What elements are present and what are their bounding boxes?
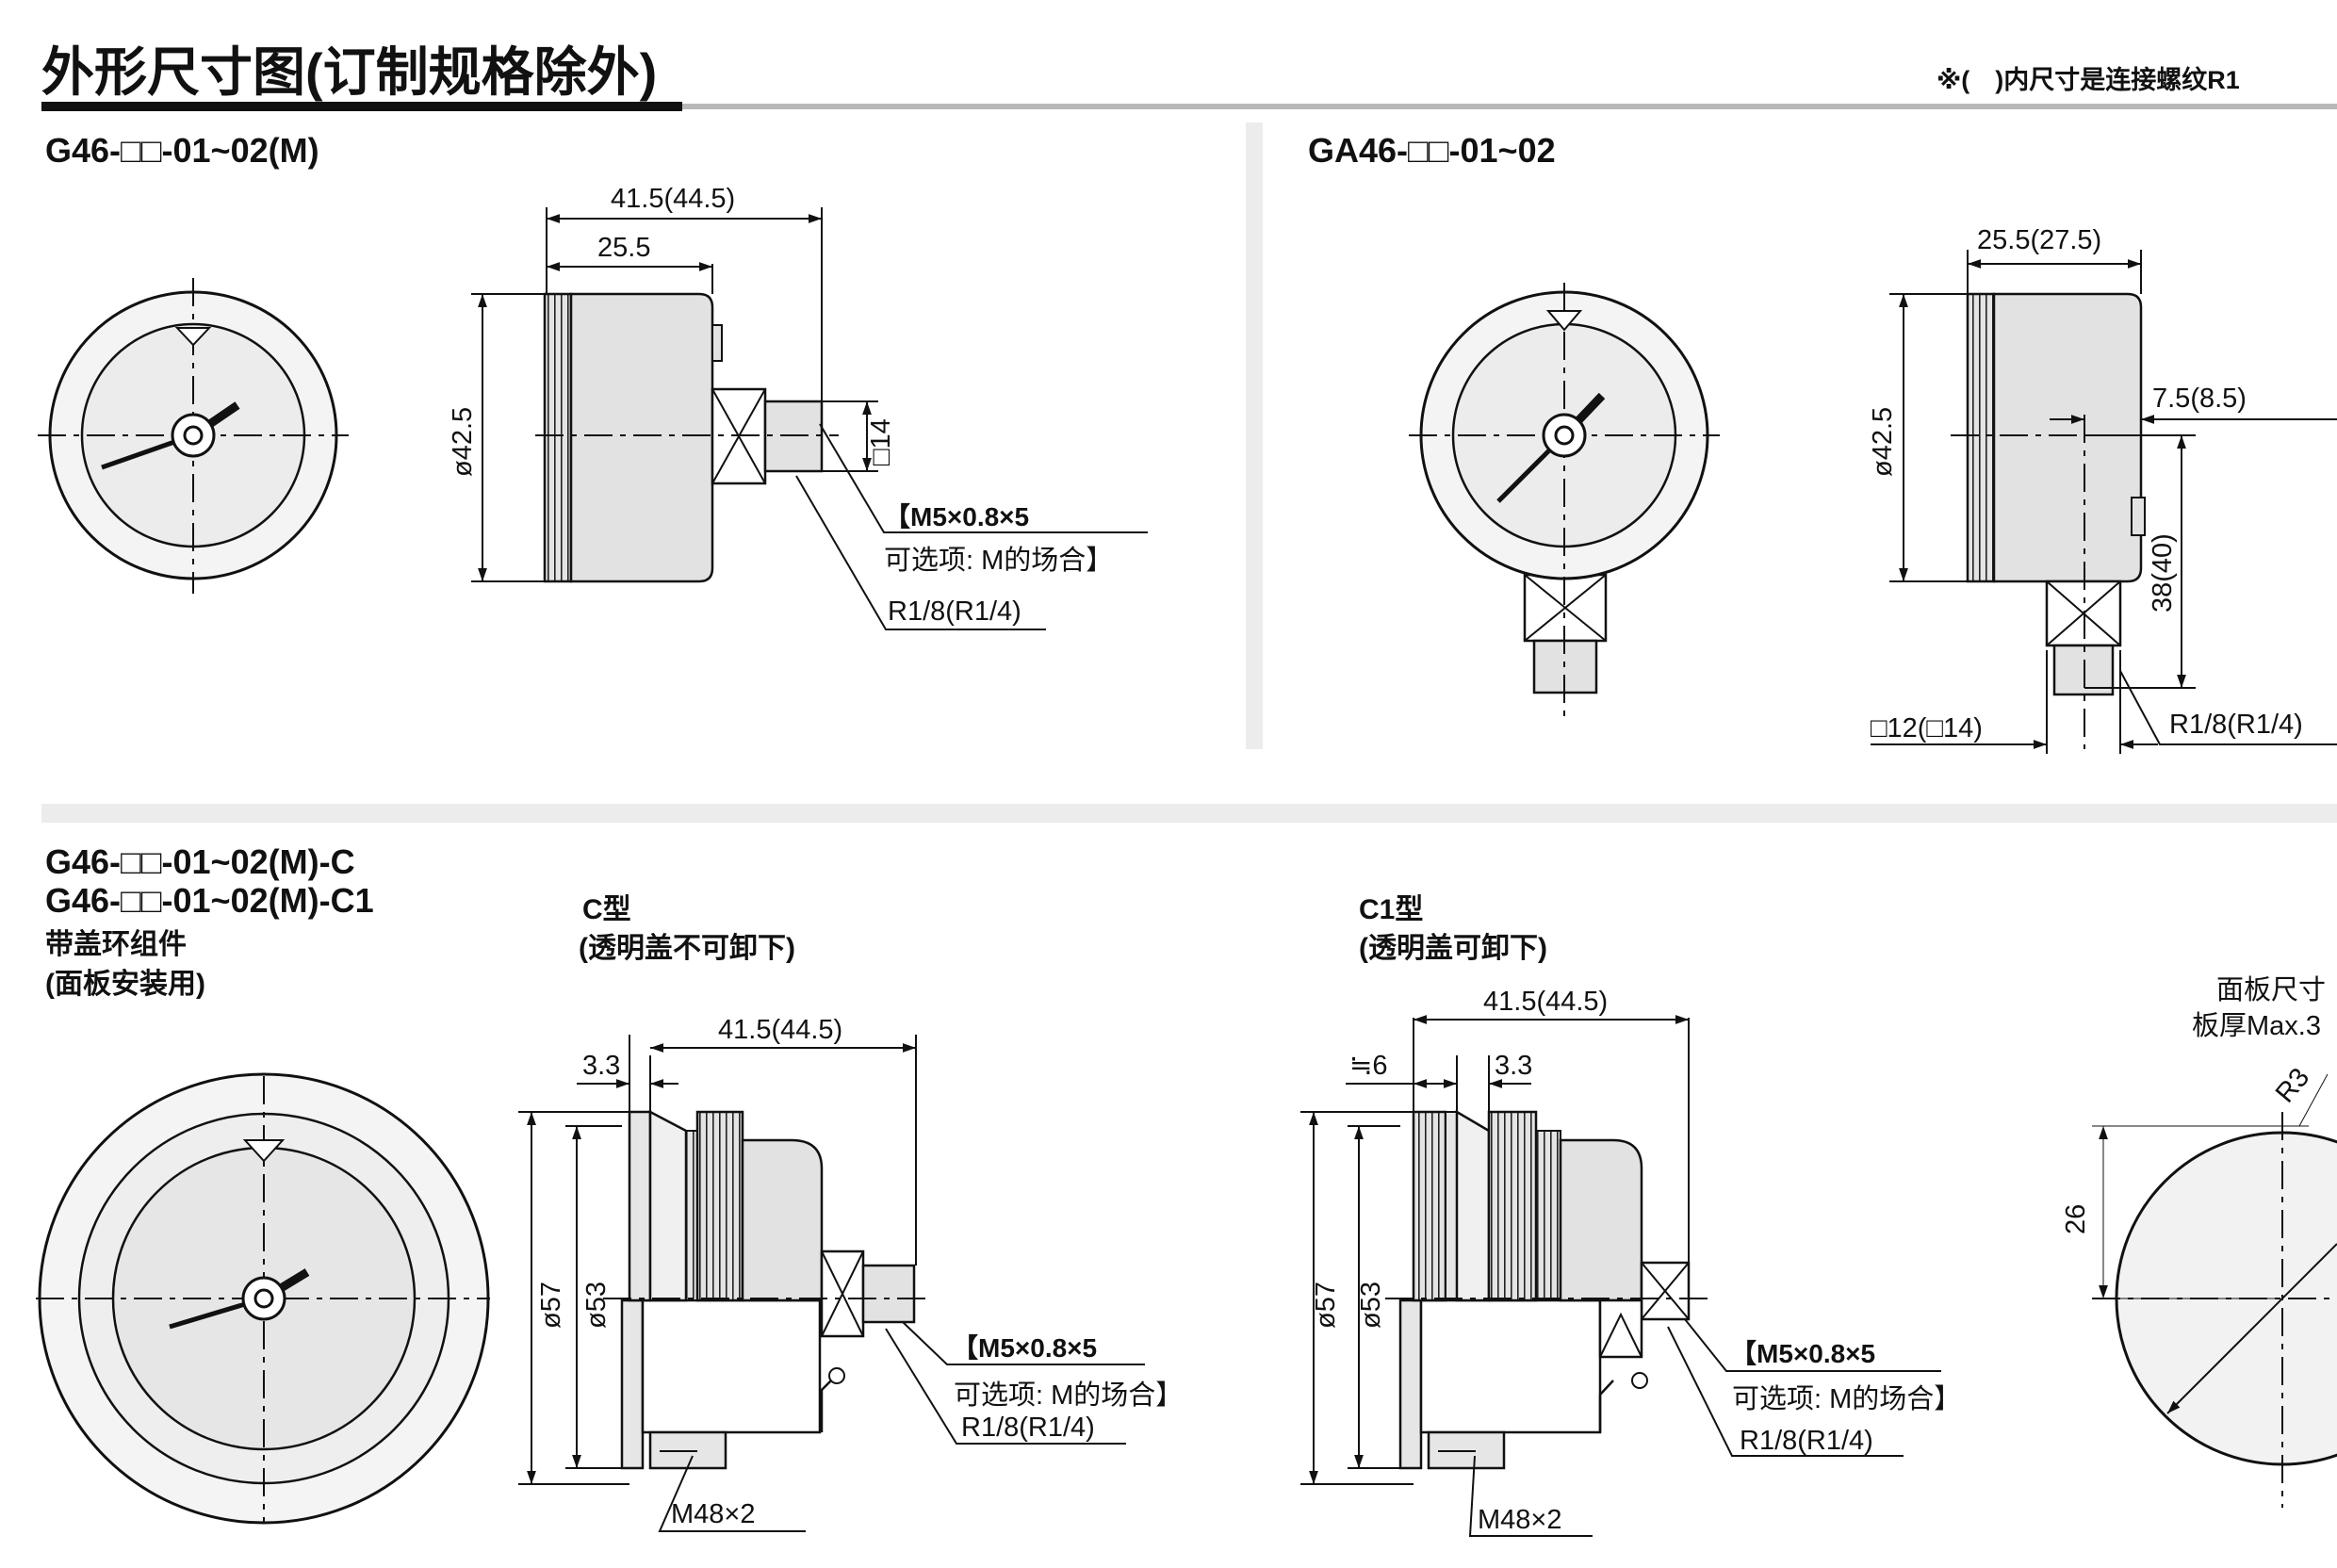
view-ga46: GA46-□□-01~02	[1308, 131, 2337, 754]
dim-dia-ga46: ø42.5	[1868, 407, 1898, 477]
vertical-section-divider	[1246, 122, 1263, 749]
callout-thread-g46: R1/8(R1/4)	[888, 596, 1021, 627]
callout-nut-c1: M48×2	[1478, 1505, 1561, 1535]
c1-type-desc: (透明盖可卸下)	[1359, 933, 1547, 964]
c-type-desc: (透明盖不可卸下)	[579, 933, 795, 964]
title-underline	[41, 102, 682, 111]
gauge-side-view	[535, 292, 839, 583]
view-g46: G46-□□-01~02(M)	[38, 131, 1148, 630]
dim-inner-dia-c: ø53	[581, 1282, 612, 1329]
gauge-side-view-c1	[1385, 1109, 1710, 1470]
view-c-type: C型 (透明盖不可卸下)	[518, 894, 1183, 1532]
view-label-g46-c: G46-□□-01~02(M)-C	[45, 842, 355, 881]
view-label-g46-c1: G46-□□-01~02(M)-C1	[45, 881, 374, 920]
dim-height-ga46: 38(40)	[2148, 533, 2178, 612]
dimension-lines-c	[518, 1035, 1145, 1532]
dim-length-c: 41.5(44.5)	[718, 1015, 842, 1045]
desc-cover-ring: 带盖环组件	[45, 928, 187, 960]
view-c1-type: C1型 (透明盖可卸下)	[1300, 894, 1961, 1537]
dim-inner-dia-c1: ø53	[1356, 1282, 1386, 1329]
callout-thread-ga46: R1/8(R1/4)	[2169, 710, 2303, 740]
gauge-front-view-c	[36, 1072, 490, 1525]
dim-height-panel: 26	[2061, 1204, 2091, 1234]
header-rule	[682, 104, 2337, 109]
page-title: 外形尺寸图(订制规格除外)	[41, 42, 657, 102]
dim-flange-c1: 3.3	[1495, 1051, 1532, 1081]
dim-length-g46: 41.5(44.5)	[611, 184, 735, 214]
dim-hex-ga46: □12(□14)	[1871, 713, 1983, 743]
view-panel-cutout: 面板尺寸 板厚Max.3 R3 26	[2061, 974, 2337, 1508]
dim-gap-c1: ≒6	[1349, 1051, 1387, 1081]
panel-title: 面板尺寸	[2216, 974, 2326, 1005]
c-type-name: C型	[582, 894, 631, 925]
dimension-lines-g46	[471, 207, 1148, 630]
dim-offset-ga46: 7.5(8.5)	[2152, 384, 2247, 414]
c1-type-name: C1型	[1359, 894, 1423, 925]
panel-thickness: 板厚Max.3	[2192, 1010, 2321, 1041]
panel-cutout-circle	[2092, 1073, 2337, 1508]
callout-m5-c: 【M5×0.8×5	[952, 1333, 1097, 1363]
callout-thread-c: R1/8(R1/4)	[961, 1413, 1095, 1443]
view-label-ga46: GA46-□□-01~02	[1308, 131, 1556, 170]
callout-option-g46: 可选项: M的场合】	[884, 545, 1113, 576]
gauge-front-view-ga46	[1409, 283, 1720, 716]
gauge-side-view-c	[603, 1109, 928, 1470]
dim-length-c1: 41.5(44.5)	[1483, 987, 1608, 1017]
view-g46-c: G46-□□-01~02(M)-C G46-□□-01~02(M)-C1 带盖环…	[36, 842, 490, 1525]
dim-outer-dia-c1: ø57	[1311, 1282, 1341, 1329]
callout-option-c: 可选项: M的场合】	[954, 1380, 1183, 1411]
dimension-lines-c1	[1300, 1015, 1941, 1537]
callout-m5-c1: 【M5×0.8×5	[1730, 1339, 1875, 1368]
gauge-side-view-ga46	[1951, 292, 2167, 749]
dim-body-ga46: 25.5(27.5)	[1977, 225, 2101, 255]
dim-hex-g46: □14	[866, 418, 896, 466]
callout-thread-c1: R1/8(R1/4)	[1740, 1426, 1873, 1456]
callout-nut-c: M48×2	[671, 1499, 755, 1529]
dim-dia-g46: ø42.5	[448, 407, 478, 477]
dim-radius-panel: R3	[2270, 1063, 2315, 1109]
callout-m5-g46: 【M5×0.8×5	[884, 502, 1029, 531]
header: 外形尺寸图(订制规格除外) ※( )内尺寸是连接螺纹R1	[41, 42, 2337, 111]
connection-thread-note: ※( )内尺寸是连接螺纹R1	[1937, 65, 2240, 94]
view-label-g46: G46-□□-01~02(M)	[45, 131, 319, 170]
desc-panel-mount: (面板安装用)	[45, 969, 205, 1000]
horizontal-section-divider	[41, 804, 2337, 823]
gauge-front-view	[38, 278, 349, 594]
dim-outer-dia-c: ø57	[536, 1282, 566, 1329]
dim-flange-c: 3.3	[582, 1051, 620, 1081]
dim-body-g46: 25.5	[597, 233, 650, 263]
dimension-lines-ga46	[1871, 250, 2337, 754]
callout-option-c1: 可选项: M的场合】	[1732, 1383, 1961, 1414]
